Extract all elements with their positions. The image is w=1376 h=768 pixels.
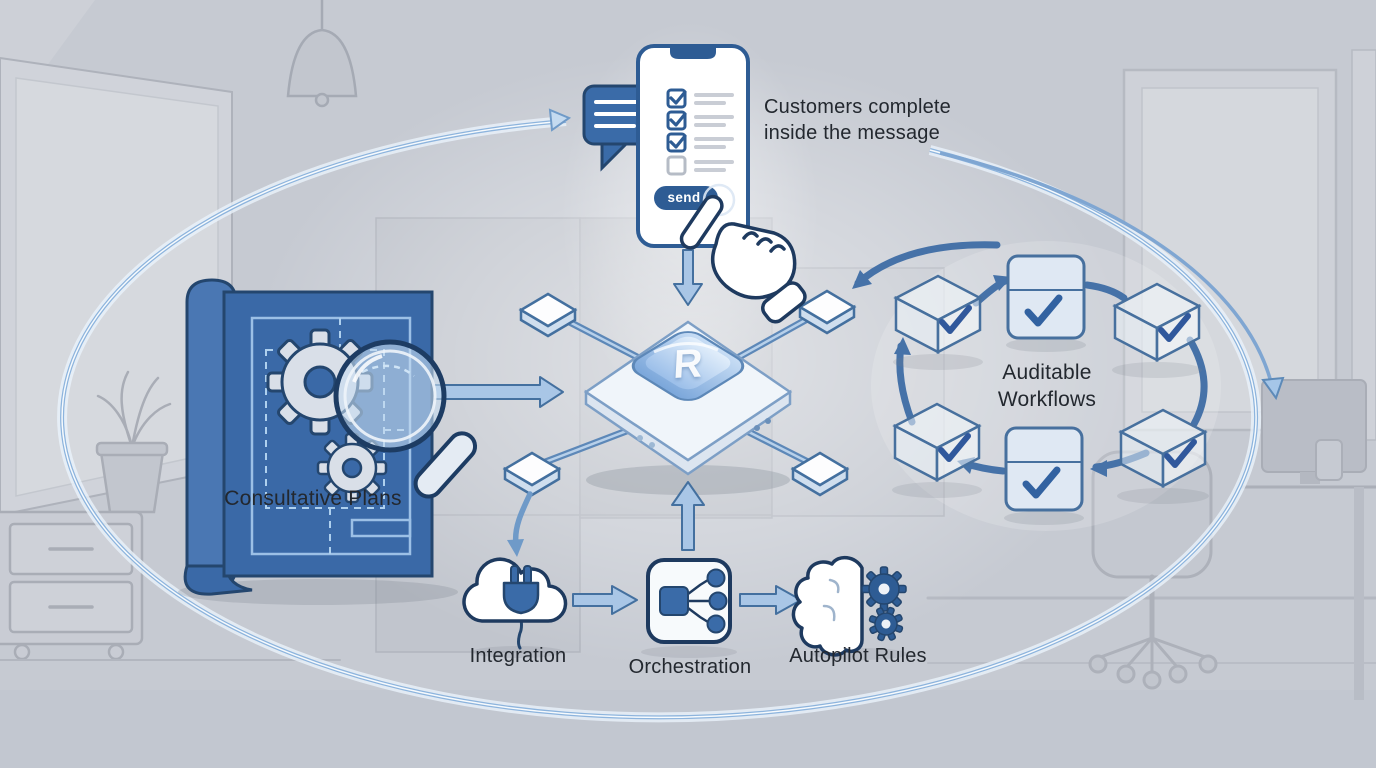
wall-whiteboard (1122, 49, 1376, 441)
orchestration-label: Orchestration (628, 656, 752, 678)
arrow-phone-to-hub (673, 249, 703, 306)
orchestration-node-icon (646, 558, 732, 644)
phone-illustration (582, 44, 807, 324)
gear-icon (861, 566, 907, 612)
send-button-label: send (667, 190, 701, 205)
flow-arrows (432, 249, 802, 615)
loop-arrowhead-right (1261, 376, 1285, 401)
loop-arrowhead-to-phone (548, 108, 572, 132)
lamp-icon (286, 0, 358, 108)
hub-connectors (503, 289, 856, 497)
brain-gears-icon (791, 555, 907, 657)
phone-notch (670, 48, 716, 59)
check-card-icon (1004, 426, 1084, 525)
outer-loop-arrow (57, 108, 1285, 723)
gear-icon-small (868, 606, 904, 642)
file-cabinet (0, 510, 144, 661)
hub-chip-icon (631, 331, 745, 401)
consultative-plans-label: Consultative Plans (224, 487, 402, 510)
customers-note: Customers complete inside the message (764, 96, 951, 144)
arrow-orchestration-to-hub (671, 481, 705, 551)
autopilot-rules-label: Autopilot Rules (789, 645, 927, 667)
check-card-icon (1006, 254, 1086, 352)
plant-icon (95, 370, 172, 514)
arrow-node-to-integration (507, 491, 533, 557)
magnifier-icon (333, 339, 478, 499)
blueprint-icon (178, 278, 478, 605)
integration-label: Integration (469, 645, 567, 667)
auditable-workflow-ring (852, 241, 1221, 531)
office-chair (1088, 450, 1218, 690)
cloud-plug-icon (462, 557, 568, 650)
arrow-integration-to-orchestration (572, 585, 638, 615)
hub-logo: R (672, 341, 704, 388)
hub-platform (583, 320, 793, 495)
arrow-orchestration-to-autopilot (739, 585, 802, 615)
checklist-icon (666, 88, 734, 176)
pointer-hand-icon (679, 194, 807, 324)
arrow-ring-to-hub (854, 241, 1001, 287)
auditable-workflows-label: Auditable Workflows (997, 361, 1097, 412)
arrow-blueprint-to-hub (432, 376, 564, 408)
